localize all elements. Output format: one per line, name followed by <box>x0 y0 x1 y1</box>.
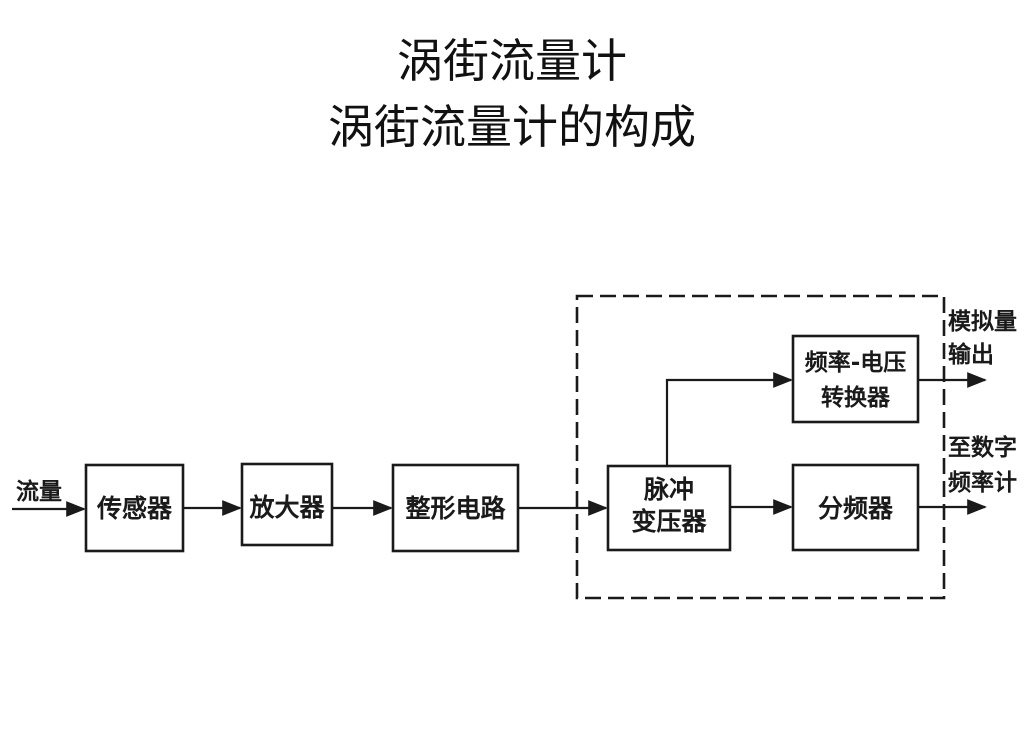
page-title: 涡街流量计 <box>397 34 627 88</box>
frequency-output-label-line2: 频率计 <box>948 469 1017 496</box>
amplifier-block <box>240 462 334 547</box>
amplifier-label: 放大器 <box>248 493 325 522</box>
shaping-circuit-block <box>391 463 520 553</box>
sensor-block <box>84 463 185 553</box>
pulse-label-line1: 脉冲 <box>643 475 694 504</box>
fv-label-line2: 转换器 <box>821 384 891 411</box>
page-subtitle: 涡街流量计的构成 <box>328 100 696 154</box>
dashed-enclosure <box>575 294 946 600</box>
sensor-label: 传感器 <box>96 494 173 523</box>
shaping-circuit-label: 整形电路 <box>405 494 506 523</box>
pulse-label-line2: 变压器 <box>631 507 707 536</box>
frequency-output-label-line1: 至数字 <box>948 434 1017 461</box>
flow-input-label: 流量 <box>16 478 62 505</box>
frequency-divider-block <box>791 463 920 552</box>
analog-output-label-line2: 输出 <box>948 341 994 368</box>
fv-label-line1: 频率-电压 <box>805 349 907 376</box>
analog-output-label-line1: 模拟量 <box>948 309 1017 335</box>
pulse-transformer-block <box>606 464 732 552</box>
divider-label: 分频器 <box>818 494 894 523</box>
fv-converter-block <box>791 334 920 424</box>
pulse-to-fv-arrow <box>665 372 793 466</box>
